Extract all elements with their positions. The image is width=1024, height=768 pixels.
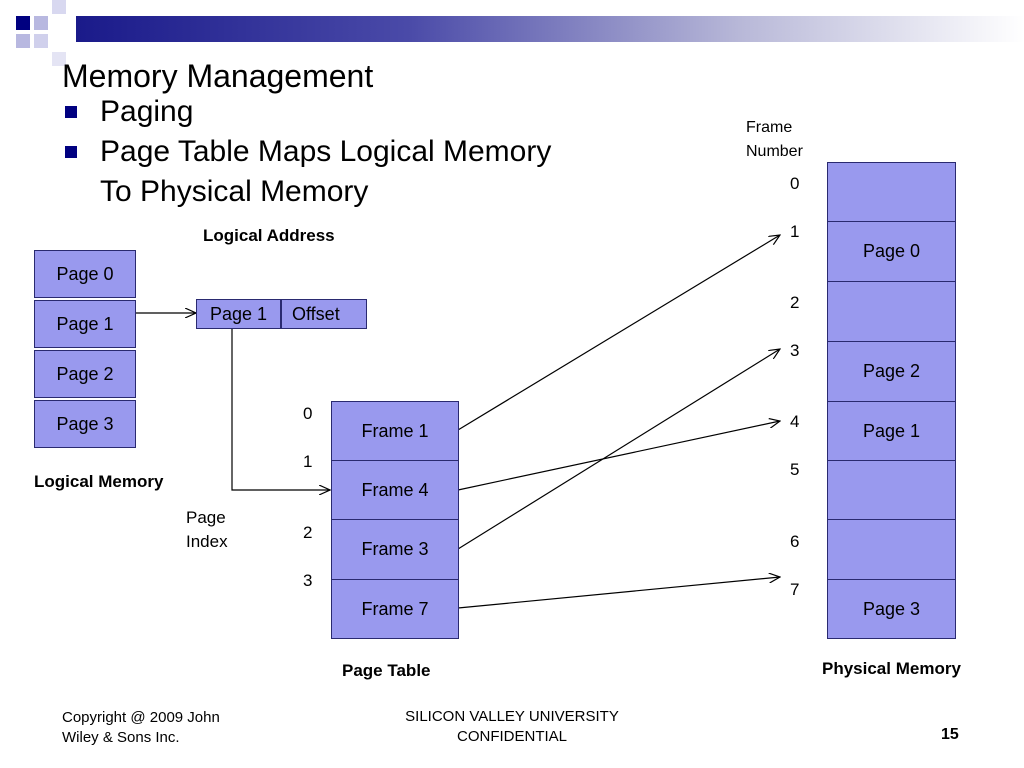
page-index-line: Page (186, 508, 226, 527)
frame-number: 6 (790, 532, 800, 551)
address-page-field: Page 1 (196, 299, 281, 329)
header-gradient-bar (76, 16, 1024, 42)
footer-confidential: SILICON VALLEY UNIVERSITY CONFIDENTIAL (380, 707, 644, 747)
physical-frame: Page 3 (827, 579, 956, 639)
bullet-text: Page Table Maps Logical Memory (100, 135, 552, 168)
header-square-light (52, 52, 66, 66)
frame-number: 5 (790, 460, 800, 479)
logical-page-box: Page 3 (34, 400, 136, 448)
copyright-line: Copyright @ 2009 John (62, 709, 220, 726)
footer-copyright: Copyright @ 2009 John Wiley & Sons Inc. (62, 708, 220, 748)
header-square-dark (16, 16, 30, 30)
frame-number: 1 (790, 222, 800, 241)
frame3-arrow (457, 349, 780, 550)
header-square-light (16, 34, 30, 48)
header-square-mid (34, 34, 48, 48)
physical-frame: Page 0 (827, 221, 956, 282)
page-index-label: Page Index (186, 506, 228, 554)
page-table-label: Page Table (342, 661, 431, 680)
physical-frame (827, 281, 956, 342)
address-offset-text: Offset (292, 303, 340, 324)
address-to-page-table-arrow (231, 328, 330, 490)
page-table-entry: Frame 4 (331, 460, 459, 520)
frame4-arrow (457, 421, 780, 491)
frame7-arrow (457, 577, 780, 609)
physical-frame (827, 460, 956, 520)
frame-number: 4 (790, 412, 800, 431)
page-table-index: 3 (303, 571, 313, 590)
frame-number: 7 (790, 580, 800, 599)
bullet-square-icon (65, 146, 77, 158)
frame-number-label: Frame Number (746, 116, 803, 164)
logical-page-box: Page 1 (34, 300, 136, 348)
physical-frame: Page 1 (827, 401, 956, 461)
frame-number: 2 (790, 293, 800, 312)
copyright-line: Wiley & Sons Inc. (62, 729, 180, 746)
physical-frame (827, 519, 956, 580)
frame-number-line: Frame (746, 119, 793, 136)
physical-frame: Page 2 (827, 341, 956, 402)
logical-page-box: Page 2 (34, 350, 136, 398)
page-table-index: 1 (303, 452, 313, 471)
logical-page-box: Page 0 (34, 250, 136, 298)
bullet-text: To Physical Memory (100, 175, 369, 208)
page-index-line: Index (186, 532, 228, 551)
page-table-index: 0 (303, 404, 313, 423)
slide-page-number: 15 (941, 726, 959, 743)
frame-number: 3 (790, 341, 800, 360)
bullet-text: Paging (100, 95, 194, 128)
page-table-entry: Frame 1 (331, 401, 459, 461)
header-square-light (52, 0, 66, 14)
physical-frame (827, 162, 956, 222)
page-table-entry: Frame 7 (331, 579, 459, 639)
confidential-line: SILICON VALLEY UNIVERSITY (405, 708, 619, 725)
address-offset-field: Offset (281, 299, 367, 329)
logical-memory-label: Logical Memory (34, 472, 164, 491)
logical-address-label: Logical Address (203, 226, 335, 245)
slide-title: Memory Management (62, 58, 374, 94)
confidential-line: CONFIDENTIAL (456, 728, 567, 745)
page-table-index: 2 (303, 523, 313, 542)
bullet-square-icon (65, 106, 77, 118)
physical-memory-label: Physical Memory (822, 659, 961, 678)
header-square-light (34, 16, 48, 30)
frame-number: 0 (790, 174, 800, 193)
page-table-entry: Frame 3 (331, 519, 459, 580)
frame1-arrow (457, 235, 780, 431)
frame-number-line: Number (746, 143, 803, 160)
